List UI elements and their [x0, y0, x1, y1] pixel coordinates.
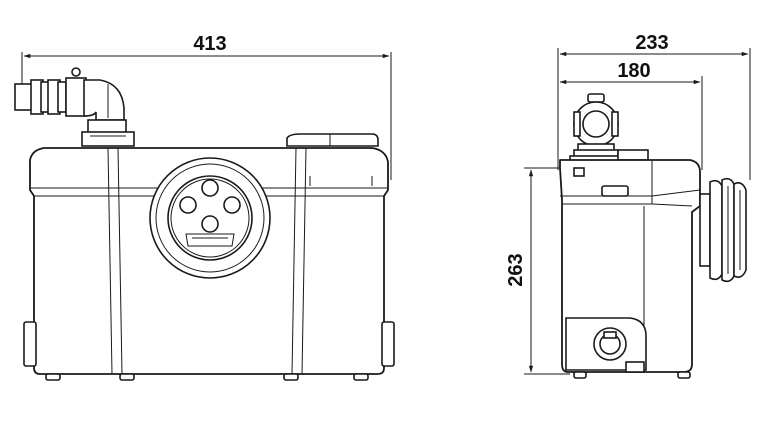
depth-body-dimension: 180: [559, 60, 703, 170]
inlet-port: [149, 157, 271, 279]
side-bellows-inlet: [699, 177, 747, 283]
side-bottom-port: [565, 317, 647, 373]
height-dimension: 263: [505, 167, 570, 375]
side-outlet-pipe: [569, 93, 623, 163]
width-dimension: 413: [21, 33, 392, 180]
height-label: 263: [505, 253, 527, 286]
depth-body-label: 180: [617, 60, 650, 82]
depth-total-dimension: 233: [557, 32, 751, 180]
width-label: 413: [193, 33, 226, 55]
side-view: 233 180 263: [505, 32, 751, 379]
top-vent-cap: [286, 133, 379, 147]
depth-total-label: 233: [635, 32, 668, 54]
front-view: 413: [14, 33, 395, 381]
outlet-pipe: [14, 67, 135, 147]
